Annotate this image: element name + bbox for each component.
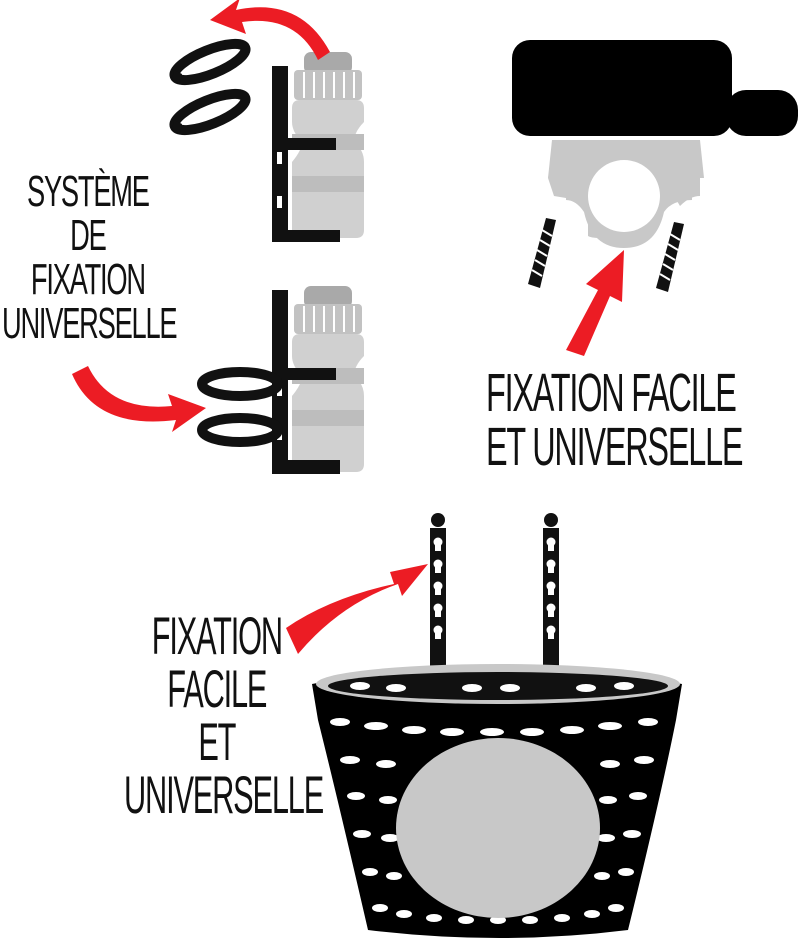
screw-icon xyxy=(656,222,684,292)
caption-line: FIXATION FACILE xyxy=(486,363,737,423)
bottle-cage-top-assembly xyxy=(169,0,365,242)
basket-icon xyxy=(312,513,682,938)
basket-caption: FIXATION FACILE ET UNIVERSELLE xyxy=(124,607,324,825)
curved-arrow-icon xyxy=(210,0,330,60)
caption-line: ET UNIVERSELLE xyxy=(486,417,744,477)
bottle-cage-caption: SYSTÈME DE FIXATION UNIVERSELLE xyxy=(2,167,178,348)
caption-line: SYSTÈME xyxy=(27,167,150,216)
bottle-cage-icon xyxy=(272,290,340,474)
caption-line: FIXATION xyxy=(30,255,146,304)
caption-line: FIXATION xyxy=(151,607,283,666)
screw-icon xyxy=(528,218,556,288)
caption-line: UNIVERSELLE xyxy=(124,766,324,825)
curved-arrow-icon xyxy=(286,564,428,654)
strap-loop-icon xyxy=(197,367,283,447)
curved-arrow-icon xyxy=(566,250,624,356)
caption-line: FACILE xyxy=(167,660,267,719)
bell-mount-icon xyxy=(512,40,798,248)
caption-line: ET xyxy=(198,713,236,772)
bell-mount-caption: FIXATION FACILE ET UNIVERSELLE xyxy=(486,366,745,474)
curved-arrow-icon xyxy=(72,366,206,432)
caption-line: UNIVERSELLE xyxy=(2,299,178,348)
bottle-cage-icon xyxy=(272,66,340,242)
bottle-cage-bottom-assembly xyxy=(72,285,365,474)
caption-line: DE xyxy=(70,211,107,260)
strap-loop-icon xyxy=(169,38,251,136)
